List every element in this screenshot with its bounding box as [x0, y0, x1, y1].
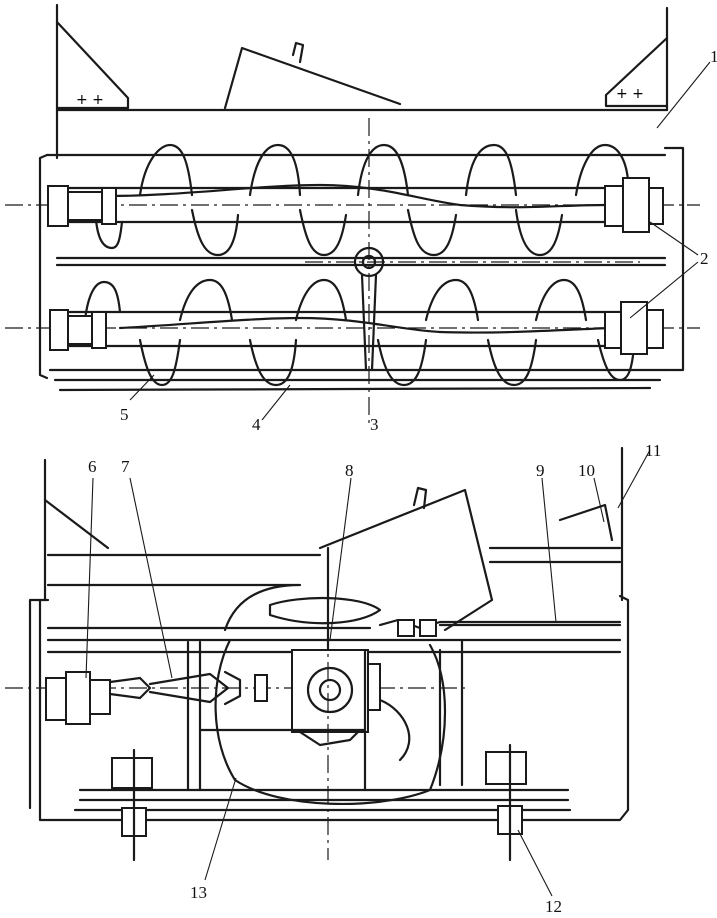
drive-hub-top [353, 246, 385, 278]
gearbox [291, 649, 381, 747]
label-13: 13 [190, 883, 207, 902]
trough-housing [38, 108, 685, 392]
label-12: 12 [545, 897, 562, 916]
left-foot-bolt [111, 748, 153, 862]
label-2: 2 [700, 249, 709, 268]
tension-rod [378, 618, 622, 637]
top-view: + + + + [5, 3, 711, 425]
hopper-front [318, 488, 494, 632]
hopper-chute [223, 46, 402, 110]
label-10: 10 [578, 461, 595, 480]
label-6: 6 [88, 457, 97, 476]
drive-shaft [45, 670, 268, 725]
drum [214, 638, 447, 806]
right-foot-bolt [485, 743, 527, 862]
front-view [5, 446, 651, 897]
label-3: 3 [370, 415, 379, 434]
left-gusset: + + [55, 20, 130, 110]
label-8: 8 [345, 461, 354, 480]
lower-screw [5, 278, 700, 387]
label-1: 1 [710, 47, 717, 66]
right-gusset: + + [604, 36, 669, 108]
label-11: 11 [645, 441, 661, 460]
svg-text:+ +: + + [76, 92, 104, 108]
svg-text:+ +: + + [616, 86, 644, 102]
label-4: 4 [252, 415, 261, 434]
upper-screw [5, 143, 700, 257]
label-7: 7 [121, 457, 130, 476]
label-5: 5 [120, 405, 129, 424]
label-9: 9 [536, 461, 545, 480]
